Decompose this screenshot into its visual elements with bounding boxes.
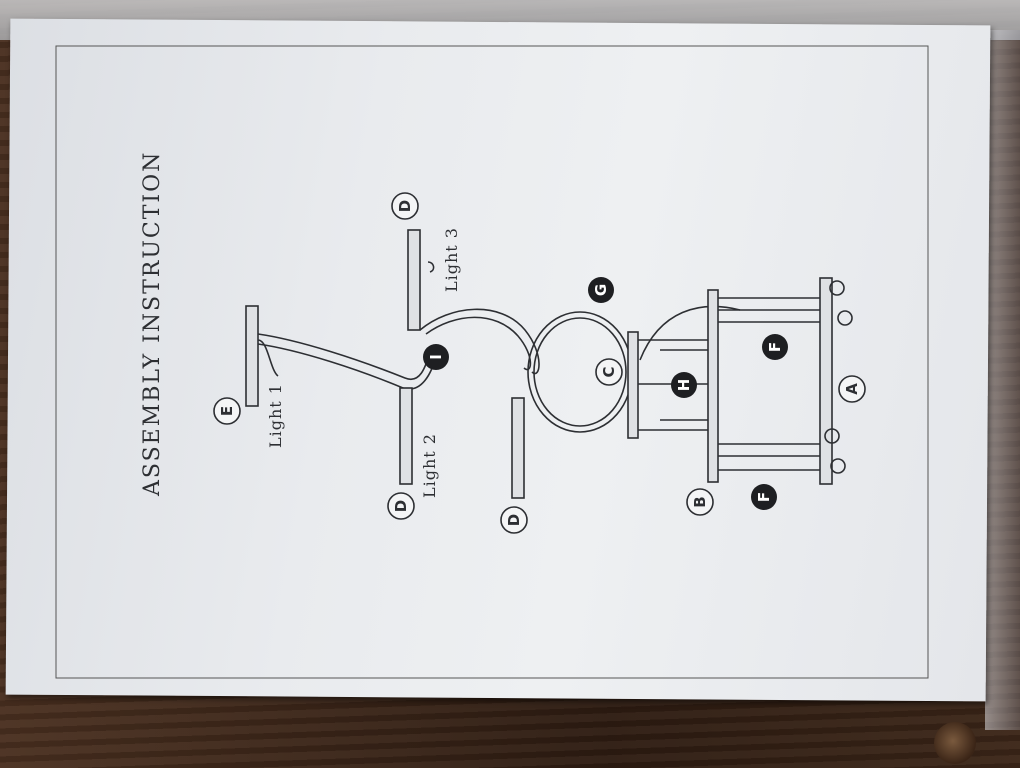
upper-loop-inner (425, 316, 532, 371)
label-i: I (427, 354, 445, 360)
label-h: H (675, 379, 693, 392)
shelf-e-bracket (257, 339, 279, 377)
label-d-top-circle (391, 192, 419, 220)
label-d-lower-circle (500, 506, 528, 534)
light-2-label: Light 2 (420, 433, 439, 498)
label-d-mid: D (392, 500, 410, 512)
light-1-label: Light 1 (266, 383, 285, 448)
base-bottom-frame (819, 277, 833, 485)
label-a-circle (838, 375, 866, 403)
label-f-bottom-circle (751, 484, 777, 510)
shelf-e (245, 305, 259, 407)
label-g-circle (588, 277, 614, 303)
label-d-top: D (396, 200, 414, 212)
label-e-circle (213, 397, 241, 425)
light-3-label: Light 3 (442, 227, 461, 292)
shelf-d-top (407, 229, 421, 331)
wheel-2 (837, 310, 853, 326)
label-f-top: F (766, 342, 784, 352)
table-top-h (627, 331, 639, 439)
label-i-circle (423, 344, 449, 370)
label-b: B (691, 496, 709, 507)
label-e: E (218, 406, 236, 416)
base-top-frame (707, 289, 719, 483)
label-c-circle (595, 358, 623, 386)
page-title: ASSEMBLY INSTRUCTION (140, 150, 165, 496)
label-c: C (600, 366, 618, 377)
wheel-4 (830, 458, 846, 474)
page-border (55, 45, 929, 679)
light-3-hook (427, 261, 435, 273)
label-f-bottom: F (755, 492, 773, 502)
ring-g-inner (533, 317, 627, 427)
lower-arc (639, 305, 741, 361)
table-knot-hole (934, 722, 976, 764)
label-h-circle (671, 372, 697, 398)
label-g: G (592, 284, 610, 296)
label-f-top-circle (762, 334, 788, 360)
shelf-d-middle (399, 387, 413, 485)
arm-i (257, 333, 431, 381)
upper-loop (419, 308, 540, 375)
arm-i-inner (257, 343, 437, 390)
plastic-wrap-right (985, 30, 1020, 730)
label-b-circle (686, 488, 714, 516)
wheel-1 (829, 280, 845, 296)
label-a: A (843, 383, 861, 395)
label-d-mid-circle (387, 492, 415, 520)
label-d-lower: D (505, 514, 523, 526)
wheel-3 (824, 428, 840, 444)
shelf-d-lower (511, 397, 525, 499)
